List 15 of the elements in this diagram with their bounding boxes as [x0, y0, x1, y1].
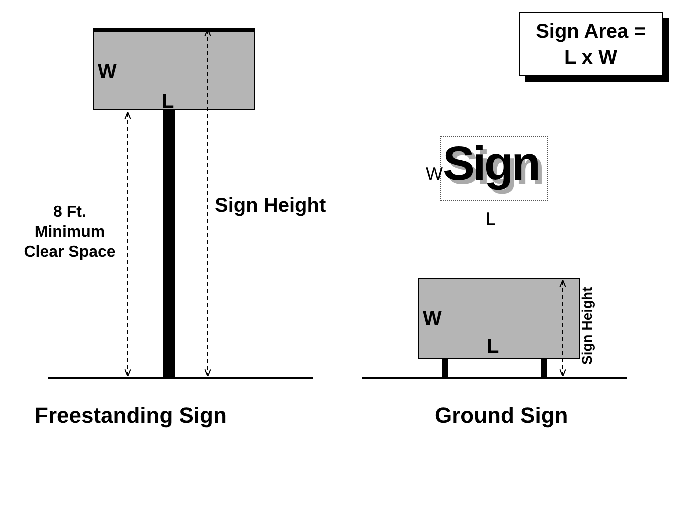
height-label: Sign Height: [215, 196, 326, 216]
sign-lettering: Sign: [443, 141, 539, 189]
dimension-letter: Sign Area = L x W: [535, 20, 647, 71]
dimension-letter: W: [423, 309, 442, 329]
clearance-label: 8 Ft. Minimum Clear Space: [23, 203, 117, 263]
caption-label: Freestanding Sign: [35, 405, 227, 427]
caption-label: Ground Sign: [435, 405, 568, 427]
sign-panel: [93, 28, 255, 110]
dimension-letter: W: [426, 165, 443, 183]
sign-panel: [418, 278, 580, 359]
height-label: Sign Height: [580, 286, 594, 367]
dimension-letter: W: [98, 62, 117, 82]
dimension-letter: L: [162, 92, 174, 112]
dimension-letter: L: [486, 210, 496, 228]
dimension-letter: L: [487, 337, 500, 357]
